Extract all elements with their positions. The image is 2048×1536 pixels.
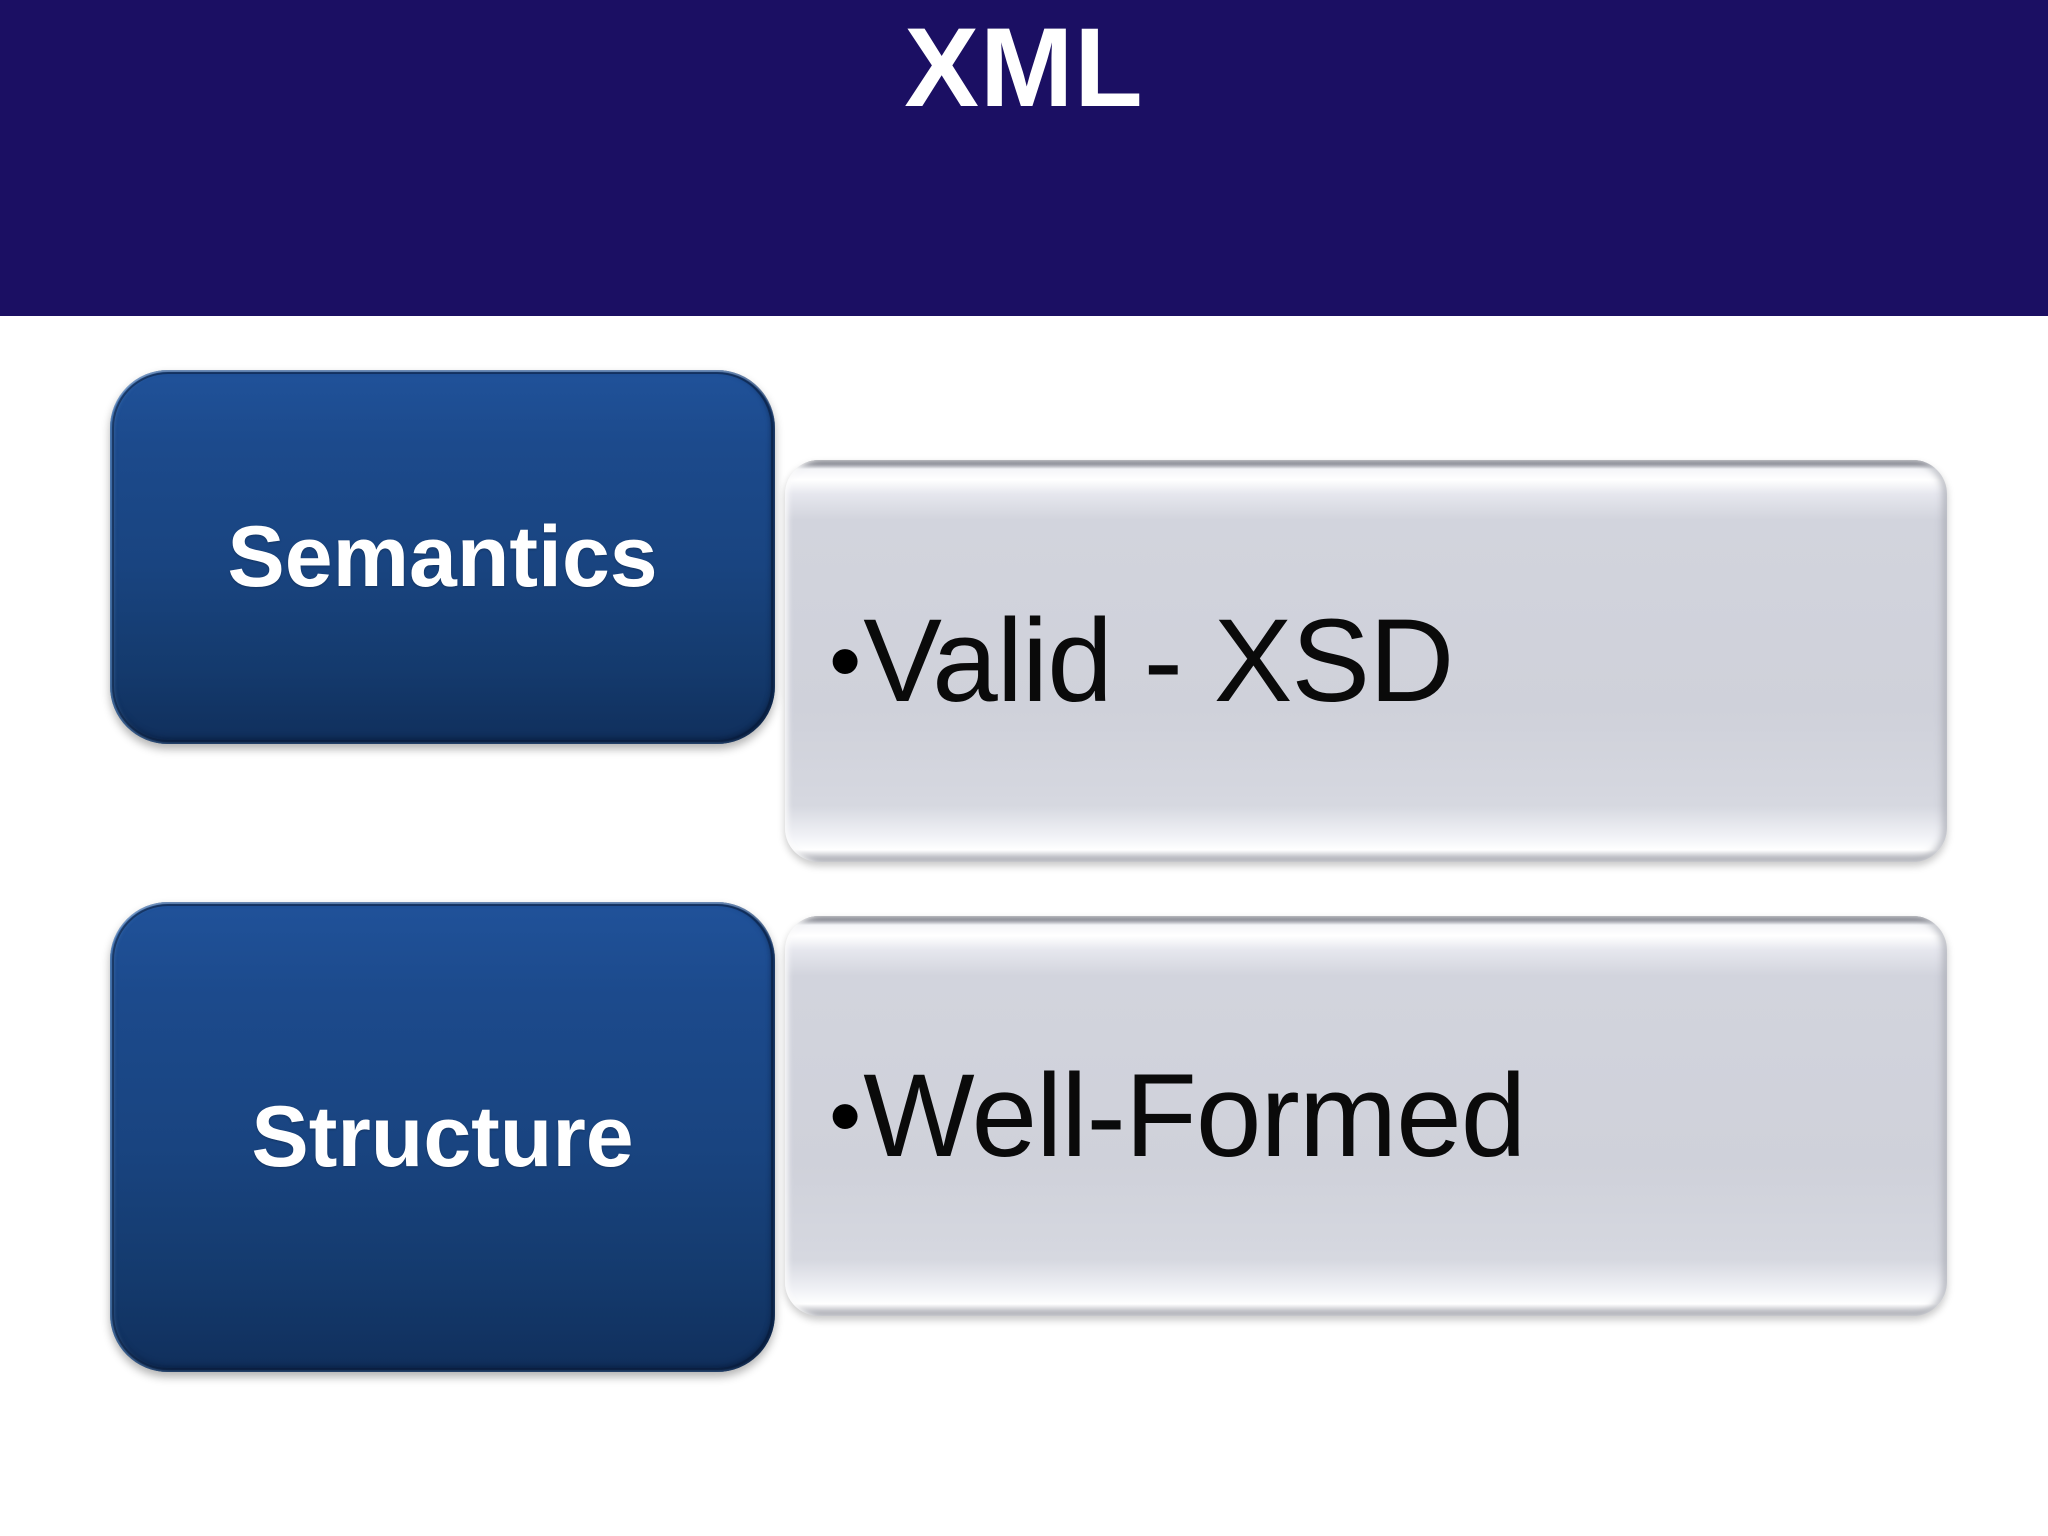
content-label-valid-xsd: Valid - XSD — [863, 595, 1454, 727]
label-text-structure: Structure — [251, 1089, 634, 1185]
label-box-structure[interactable]: Structure — [110, 902, 775, 1372]
content-label-well-formed: Well-Formed — [863, 1050, 1526, 1182]
diagram-row-structure: • Well-Formed Structure — [0, 902, 2048, 1462]
diagram-row-semantics: • Valid - XSD Semantics — [0, 370, 2048, 920]
bullet-icon: • — [829, 1065, 862, 1167]
label-text-semantics: Semantics — [227, 509, 658, 605]
label-box-semantics[interactable]: Semantics — [110, 370, 775, 744]
bullet-line: • Well-Formed — [785, 1050, 1526, 1182]
bullet-line: • Valid - XSD — [785, 595, 1454, 727]
content-box-valid-xsd[interactable]: • Valid - XSD — [785, 460, 1947, 862]
diagram-container: • Valid - XSD Semantics • Well-Formed St… — [0, 316, 2048, 1536]
bullet-icon: • — [829, 610, 862, 712]
page-title: XML — [904, 5, 1144, 130]
content-box-well-formed[interactable]: • Well-Formed — [785, 916, 1947, 1316]
title-banner: XML — [0, 0, 2048, 316]
